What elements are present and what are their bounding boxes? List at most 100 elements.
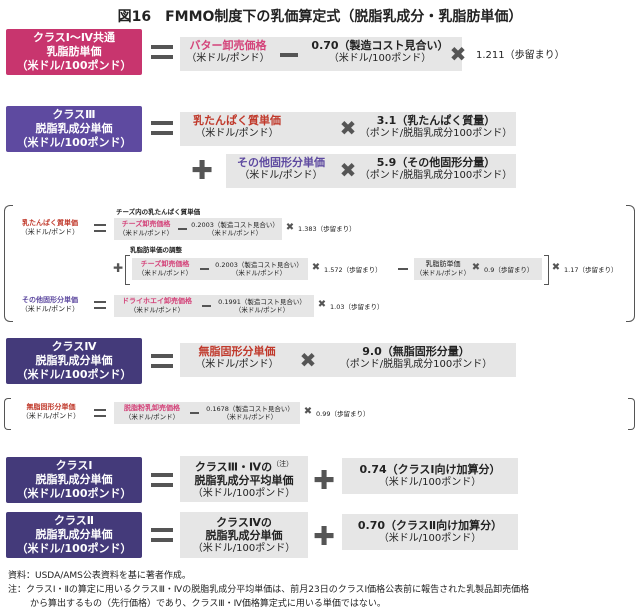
term-unit: （米ドル/ポンド）: [20, 228, 80, 236]
term-unit: （米ドル/ポンド）: [118, 229, 174, 237]
outer-yield: 1.17（歩留まり）: [564, 266, 618, 274]
other-solids-quantity-term: 5.9（その他固形分量） （ポンド/脱脂乳成分100ポンド）: [356, 156, 516, 182]
powder-yield: 0.99（歩留まり）: [316, 410, 370, 418]
avg-term-text: クラスⅢ・Ⅳの: [194, 460, 273, 474]
class-1-4-butterfat-box: クラスⅠ～Ⅳ共通 乳脂肪単価 （米ドル/100ポンド）: [6, 29, 142, 75]
class-label-line1: クラスⅢ: [52, 108, 96, 121]
term-unit: （ポンド/脱脂乳成分100ポンド）: [359, 170, 513, 181]
term-label: 3.1（乳たんぱく質量）: [376, 114, 496, 127]
class4-term-line2: 脱脂乳成分単価: [205, 528, 283, 542]
times-icon: ✖: [339, 116, 357, 140]
row3-formula-box: [180, 343, 516, 377]
term-unit: （米ドル/ポンド）: [234, 306, 290, 314]
cheese2-yield: 1.572（歩留まり）: [324, 266, 382, 274]
class-label-unit: （米ドル/100ポンド）: [16, 487, 132, 500]
avg-term-line1: クラスⅢ・Ⅳの（注）: [180, 458, 308, 474]
class-2-nonfat-box: クラスⅡ 脱脂乳成分単価 （米ドル/100ポンド）: [6, 512, 142, 558]
class-label-line2: 脱脂乳成分単価: [35, 473, 113, 486]
row1-formula-box: [180, 37, 462, 71]
term-unit: （ポンド/脱脂乳成分100ポンド）: [339, 359, 493, 370]
term-label: 0.2003（製造コスト見合い）: [215, 261, 303, 269]
whey-cost-term: 0.1991（製造コスト見合い） （米ドル/ポンド）: [212, 298, 312, 314]
times-icon: ✖: [317, 299, 327, 310]
class-label-line1: クラスⅡ: [53, 514, 95, 527]
term-unit: （米ドル/ポンド）: [186, 53, 270, 64]
fat-price-term: 乳脂肪単価 （米ドル/ポンド）: [414, 260, 472, 277]
addon-term: 0.70（クラスⅡ向け加算分）: [357, 519, 503, 532]
class-label-line2: 脱脂乳成分単価: [35, 122, 113, 135]
fat-formula-box: [414, 258, 542, 280]
class-label-line2: 乳脂肪単価: [46, 45, 102, 58]
equals-icon: [151, 528, 173, 542]
source-note: 資料：USDA/AMS公表資料を基に著者作成。: [8, 571, 191, 581]
term-unit: （米ドル/ポンド）: [20, 305, 80, 313]
yield-term: 1.211（歩留まり）: [476, 50, 565, 61]
class-1-nonfat-box: クラスⅠ 脱脂乳成分単価 （米ドル/100ポンド）: [6, 457, 142, 503]
protein-price-label: 乳たんぱく質単価 （米ドル/ポンド）: [10, 219, 90, 237]
term-label: 5.9（その他固形分量）: [376, 156, 496, 169]
plus-icon: ✚: [313, 522, 335, 552]
term-unit: （米ドル/ポンド）: [21, 412, 81, 420]
class-4-nonfat-box: クラスⅣ 脱脂乳成分単価 （米ドル/100ポンド）: [6, 338, 142, 384]
other-solids-label: その他固形分単価 （米ドル/ポンド）: [10, 296, 90, 314]
plus-icon: ✚: [112, 261, 124, 275]
term-unit: （米ドル/ポンド）: [415, 269, 471, 277]
class4-term-line1: クラスⅣの: [216, 515, 272, 529]
left-brace: [4, 205, 13, 322]
class-label-unit: （米ドル/100ポンド）: [16, 59, 132, 72]
protein-price-term: 乳たんぱく質単価 （米ドル/ポンド）: [182, 114, 292, 140]
class-label-unit: （米ドル/100ポンド）: [16, 542, 132, 555]
term-unit: （ポンド/脱脂乳成分100ポンド）: [359, 128, 513, 139]
equals-icon: [151, 354, 173, 368]
row4-avg-box: クラスⅢ・Ⅳの（注） 脱脂乳成分平均単価 （米ドル/100ポンド）: [180, 456, 308, 502]
term-unit: （米ドル/ポンド）: [207, 229, 263, 237]
powder-formula-box: [114, 402, 300, 424]
term-unit: （米ドル/ポンド）: [137, 269, 193, 277]
whey-price-term: ドライホエイ卸売価格 （米ドル/ポンド）: [114, 297, 200, 314]
term-label: 乳たんぱく質単価: [193, 114, 281, 127]
term-label: その他固形分単価: [237, 156, 325, 169]
equals-icon: [94, 301, 106, 309]
term-label: チーズ卸売価格: [140, 260, 190, 268]
minus-icon: [178, 228, 187, 230]
cheese-cost-term: 0.2003（製造コスト見合い） （米ドル/ポンド）: [188, 221, 282, 237]
plus-icon: ✚: [191, 156, 213, 186]
times-icon: ✖: [551, 262, 561, 273]
right-bracket: [544, 255, 549, 285]
equals-icon: [151, 45, 173, 59]
term-unit: （米ドル/ポンド）: [129, 306, 185, 314]
class-label-unit: （米ドル/100ポンド）: [16, 136, 132, 149]
nonfat-solids-price-term: 無脂固形分単価 （米ドル/ポンド）: [182, 345, 292, 371]
class-label-line2: 脱脂乳成分単価: [35, 354, 113, 367]
powder-price-term: 脱脂粉乳卸売価格 （米ドル/ポンド）: [114, 404, 190, 421]
row5-class4-box: クラスⅣの 脱脂乳成分単価 （米ドル/100ポンド）: [180, 512, 308, 558]
term-label: 無脂固形分単価: [26, 403, 76, 411]
term-label: 乳たんぱく質単価: [22, 219, 78, 227]
left-bracket: [125, 255, 130, 285]
footnote-line2: から算出するもの（先行価格）であり、クラスⅢ・Ⅳ価格算定式に用いる単価ではない。: [30, 599, 386, 609]
equals-icon: [151, 473, 173, 487]
term-label: 0.1991（製造コスト見合い）: [218, 298, 306, 306]
adjust-heading: 乳脂肪単価の調整: [130, 246, 182, 254]
addon-unit: （米ドル/100ポンド）: [378, 477, 482, 488]
note-marker: （注）: [272, 460, 294, 469]
avg-term-unit: （米ドル/100ポンド）: [192, 487, 296, 499]
right-brace: [628, 398, 635, 430]
term-unit: （米ドル/ポンド）: [124, 413, 180, 421]
cheese2-price-term: チーズ卸売価格 （米ドル/ポンド）: [132, 260, 198, 277]
whey-yield: 1.03（歩留まり）: [330, 303, 384, 311]
term-unit: （米ドル/100ポンド）: [328, 53, 432, 64]
term-label: 9.0（無脂固形分量）: [362, 345, 470, 358]
left-brace: [4, 398, 11, 430]
term-label: その他固形分単価: [22, 296, 78, 304]
plus-icon: ✚: [313, 466, 335, 496]
term-label: チーズ卸売価格: [121, 220, 171, 228]
term-unit: （米ドル/ポンド）: [222, 413, 278, 421]
cheese2-cost-term: 0.2003（製造コスト見合い） （米ドル/ポンド）: [210, 261, 308, 277]
cheese-yield: 1.383（歩留まり）: [298, 225, 356, 233]
other-solids-price-term: その他固形分単価 （米ドル/ポンド）: [228, 156, 334, 182]
row4-addon-box: 0.74（クラスⅠ向け加算分） （米ドル/100ポンド）: [342, 458, 518, 494]
nfs-price-label: 無脂固形分単価 （米ドル/ポンド）: [12, 403, 90, 421]
term-label: バター卸売価格: [189, 39, 267, 52]
protein-quantity-term: 3.1（乳たんぱく質量） （ポンド/脱脂乳成分100ポンド）: [356, 114, 516, 140]
